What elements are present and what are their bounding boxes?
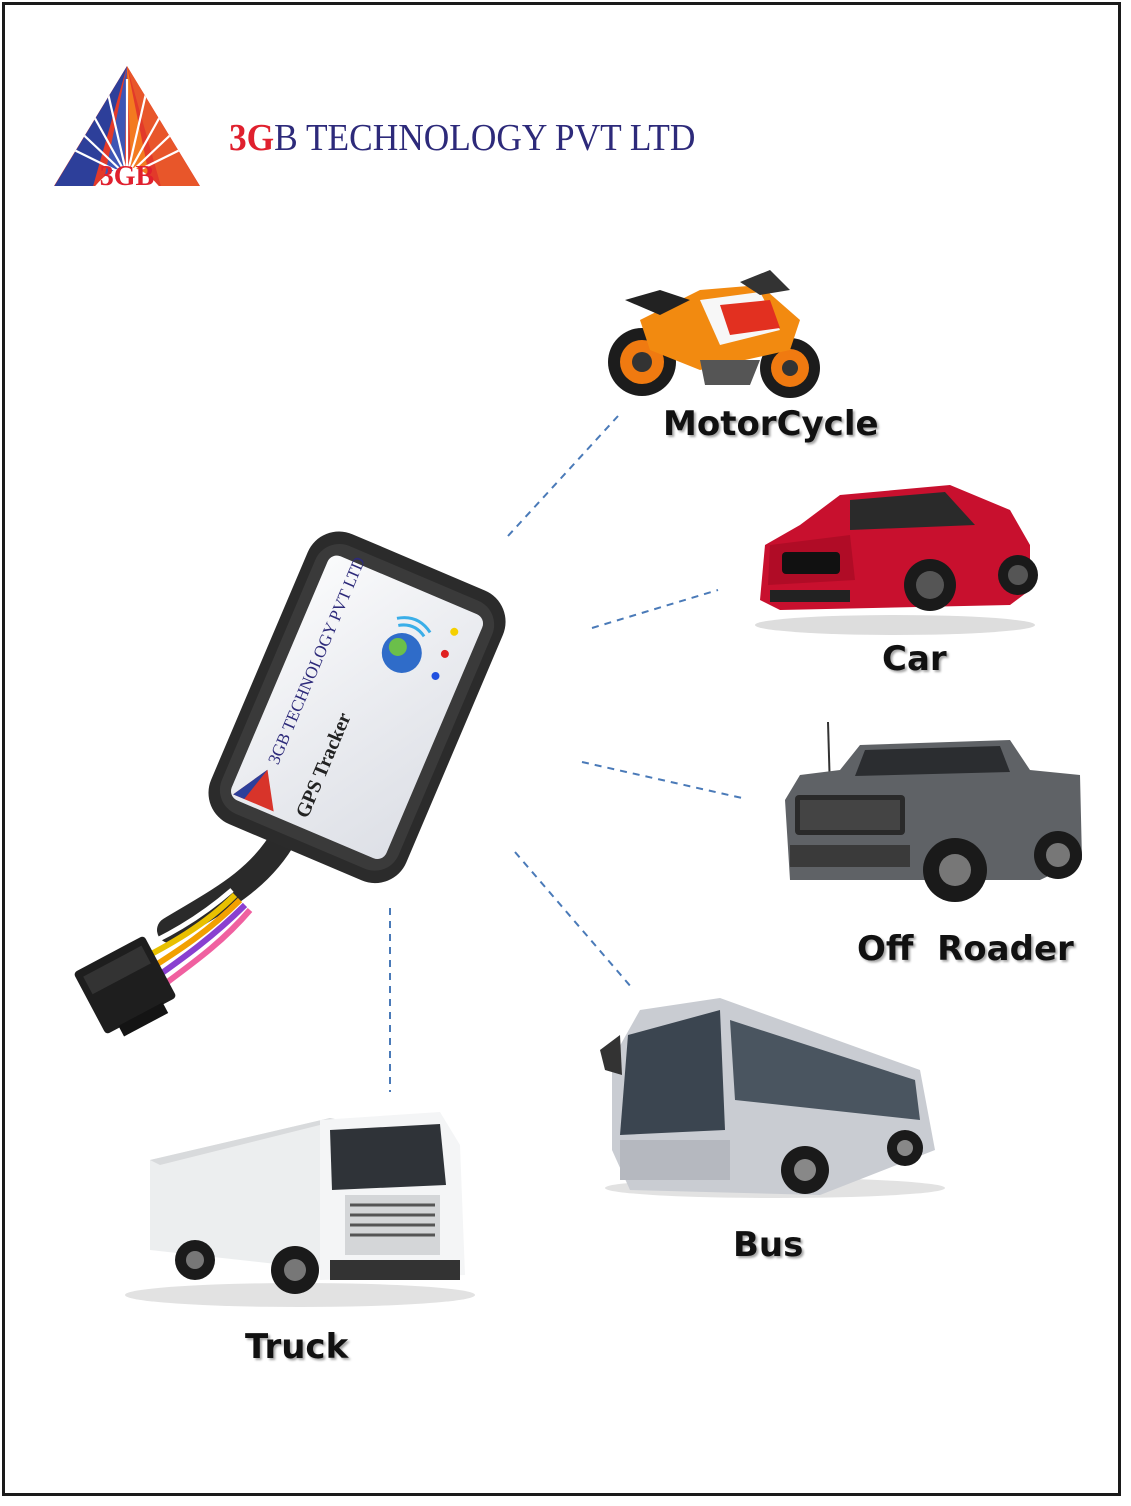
label-off-roader: Off Roader bbox=[857, 929, 1074, 969]
company-name: 3GB TECHNOLOGY PVT LTD bbox=[229, 116, 695, 160]
truck-image bbox=[125, 1112, 475, 1307]
logo-text: 3GB bbox=[100, 161, 154, 190]
off-roader-image bbox=[785, 721, 1082, 902]
connector-bus bbox=[514, 851, 633, 989]
company-name-rest: TECHNOLOGY PVT LTD bbox=[297, 117, 696, 159]
connector-motorcycle bbox=[507, 415, 619, 537]
motorcycle-image bbox=[608, 270, 820, 398]
connector-lines bbox=[389, 415, 743, 1092]
label-bus: Bus bbox=[733, 1225, 804, 1265]
bus-image bbox=[600, 998, 945, 1198]
connector-car bbox=[591, 589, 719, 629]
car-image bbox=[755, 485, 1038, 635]
label-motorcycle: MotorCycle bbox=[663, 404, 879, 444]
cable-connector bbox=[74, 936, 176, 1037]
company-logo: 3GB bbox=[52, 64, 202, 192]
company-prefix-blue: B bbox=[274, 117, 298, 159]
gps-tracker-device: 3GB TECHNOLOGY PVT LTD GPS Tracker bbox=[74, 531, 506, 1037]
label-truck: Truck bbox=[245, 1327, 349, 1367]
connector-off-roader bbox=[581, 761, 743, 799]
company-prefix-red: 3G bbox=[229, 117, 275, 159]
label-car: Car bbox=[882, 639, 947, 679]
